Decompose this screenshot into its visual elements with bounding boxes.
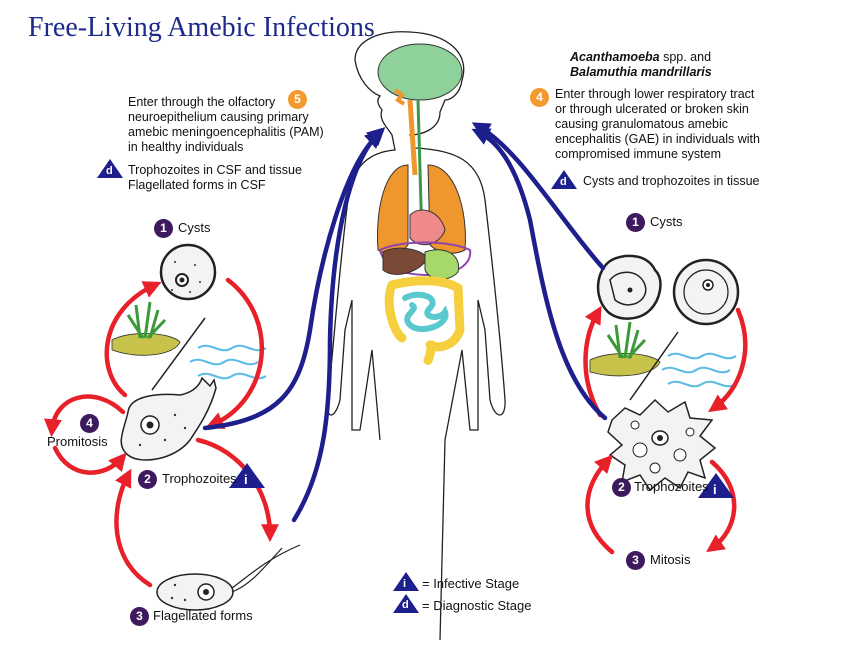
naegleria-diag-line: Trophozoites in CSF and tissue [128, 163, 302, 177]
acanthamoeba-entry-text: Enter through lower respiratory tract or… [555, 87, 760, 162]
left-step-4-badge: 4 [80, 414, 99, 433]
page-title: Free-Living Amebic Infections [28, 12, 375, 43]
acanth-entry-line: encephalitis (GAE) in individuals with [555, 132, 760, 146]
naegleria-diagnostic-text: Trophozoites in CSF and tissue Flagellat… [128, 163, 302, 193]
acanthamoeba-species: Acanthamoeba spp. and Balamuthia mandril… [570, 50, 712, 80]
left-trophozoite [120, 376, 217, 461]
step-4-badge: 4 [530, 88, 549, 107]
left-soil-water [111, 301, 267, 391]
naegleria-entry-line: neuroepithelium causing primary [128, 110, 309, 124]
right-trophozoite [607, 398, 717, 492]
left-step-3-badge: 3 [130, 607, 149, 626]
mitosis-label: Mitosis [650, 552, 691, 567]
left-step-2-badge: 2 [138, 470, 157, 489]
legend-infective-symbol: i [403, 578, 407, 590]
acanth-entry-line: or through ulcerated or broken skin [555, 102, 749, 116]
stomach [424, 249, 460, 280]
acanthamoeba-diagnostic-text: Cysts and trophozoites in tissue [583, 174, 760, 188]
right-step-1-badge: 1 [626, 213, 645, 232]
small-intestine [402, 291, 449, 333]
nasal-passage [393, 88, 406, 106]
legend-infective-triangle [393, 572, 419, 591]
infective-symbol-right: i [713, 482, 717, 497]
left-trophozoites-label: Trophozoites [162, 471, 237, 486]
left-cyst [159, 243, 217, 301]
legend-diagnostic-label: = Diagnostic Stage [422, 598, 532, 613]
naegleria-entry-line: in healthy individuals [128, 140, 244, 154]
step-5-badge: 5 [288, 90, 307, 109]
species-acanthamoeba: Acanthamoeba [570, 50, 660, 64]
right-soil-water [589, 321, 737, 401]
flagellated-forms-label: Flagellated forms [153, 608, 253, 623]
left-step-1-badge: 1 [154, 219, 173, 238]
right-step-2-badge: 2 [612, 478, 631, 497]
right-cysts-label: Cysts [650, 214, 683, 229]
species-suffix: spp. and [659, 50, 712, 64]
acanth-entry-line: compromised immune system [555, 147, 722, 161]
legend-infective-label: = Infective Stage [422, 576, 520, 591]
large-intestine [384, 276, 465, 352]
acanth-entry-line: causing granulomatous amebic [555, 117, 729, 131]
human-figure [326, 31, 506, 641]
infective-triangle-right [698, 473, 734, 498]
infective-symbol-left: i [244, 472, 248, 487]
species-balamuthia: Balamuthia mandrillaris [570, 65, 712, 79]
rectum [423, 340, 437, 365]
diagnostic-symbol-right: d [560, 176, 567, 188]
naegleria-diag-line: Flagellated forms in CSF [128, 178, 266, 192]
legend-diagnostic-triangle [393, 594, 419, 613]
right-cyst-round [672, 258, 740, 326]
diagnostic-symbol-left: d [106, 165, 113, 177]
trachea [407, 99, 418, 176]
right-trophozoites-label: Trophozoites [634, 479, 709, 494]
promitosis-label: Promitosis [47, 434, 108, 449]
right-cycle-arrows [583, 305, 748, 555]
left-cysts-label: Cysts [178, 220, 211, 235]
acanth-entry-line: Enter through lower respiratory tract [555, 87, 755, 101]
diagnostic-triangle-left [97, 159, 123, 178]
naegleria-entry-line: amebic meningoencephalitis (PAM) [128, 125, 324, 139]
legend-diagnostic-symbol: d [402, 599, 409, 611]
left-flagellated-form [156, 544, 301, 611]
right-step-3-badge: 3 [626, 551, 645, 570]
liver [382, 247, 429, 275]
infective-triangle-left [229, 463, 265, 488]
naegleria-entry-line: Enter through the olfactory [128, 95, 276, 109]
brain [377, 43, 463, 101]
right-cyst-irregular [596, 254, 662, 320]
naegleria-entry-text: Enter through the olfactory neuroepithel… [128, 95, 324, 155]
entry-arrows [202, 122, 608, 523]
diagnostic-triangle-right [551, 170, 577, 189]
left-lung [377, 164, 409, 254]
